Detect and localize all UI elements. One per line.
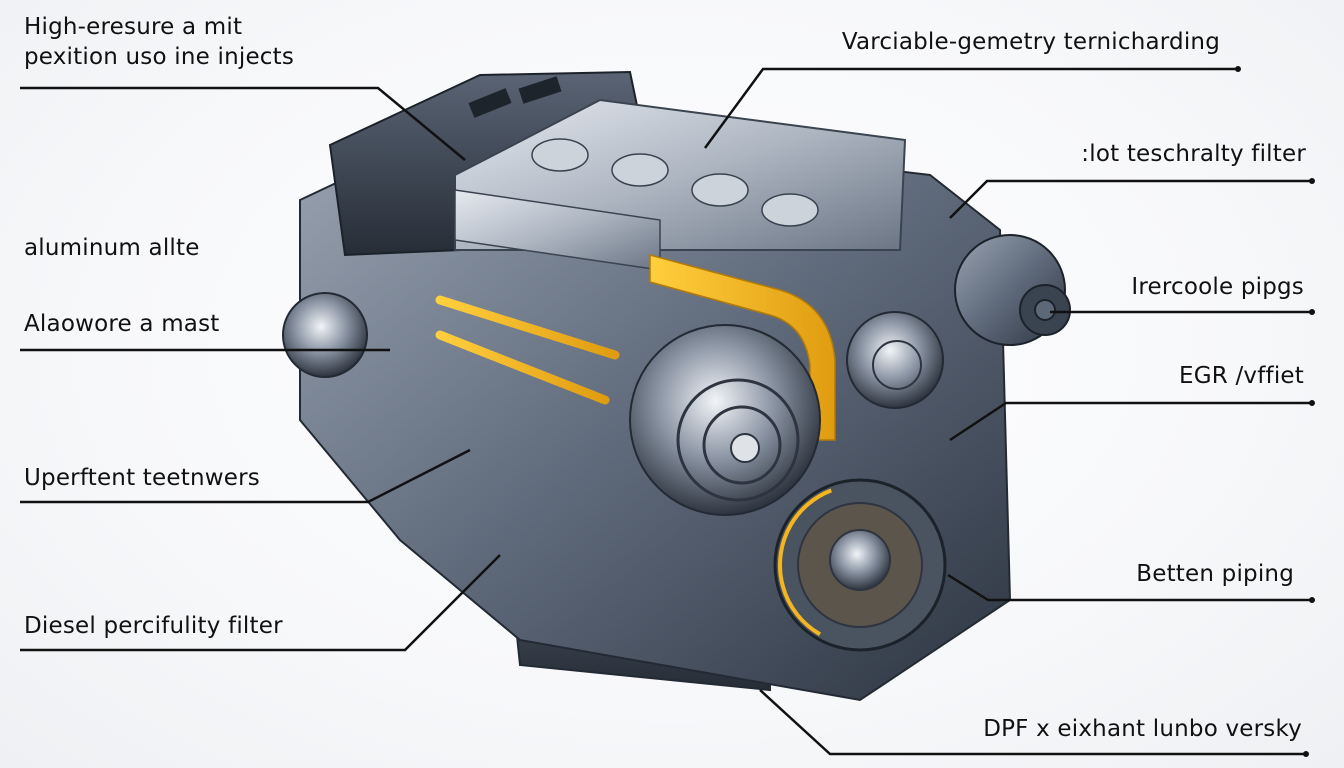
label-aluminum: aluminum allte xyxy=(24,235,200,261)
label-line-2: pexition uso ine injects xyxy=(24,44,295,70)
label-line-1: High-eresure a mit xyxy=(24,14,243,40)
label-diesel-filter: Diesel percifulity filter xyxy=(24,613,283,639)
label-variable-geometry: Varciable-gemetry ternicharding xyxy=(841,29,1220,55)
label-high-pressure-injectors: High-eresure a mit pexition uso ine inje… xyxy=(24,12,294,72)
label-alaowore: Alaowore a mast xyxy=(24,311,220,337)
label-dpf: DPF x eixhant lunbo versky xyxy=(983,716,1302,742)
label-betten-piping: Betten piping xyxy=(1136,561,1294,587)
label-uperftent: Uperftent teetnwers xyxy=(24,465,260,491)
label-egr: EGR /vffiet xyxy=(1179,363,1304,389)
label-intercooler-pipes: Irercoole pipgs xyxy=(1131,274,1304,300)
label-lot-filter: :lot teschralty filter xyxy=(1081,141,1306,167)
